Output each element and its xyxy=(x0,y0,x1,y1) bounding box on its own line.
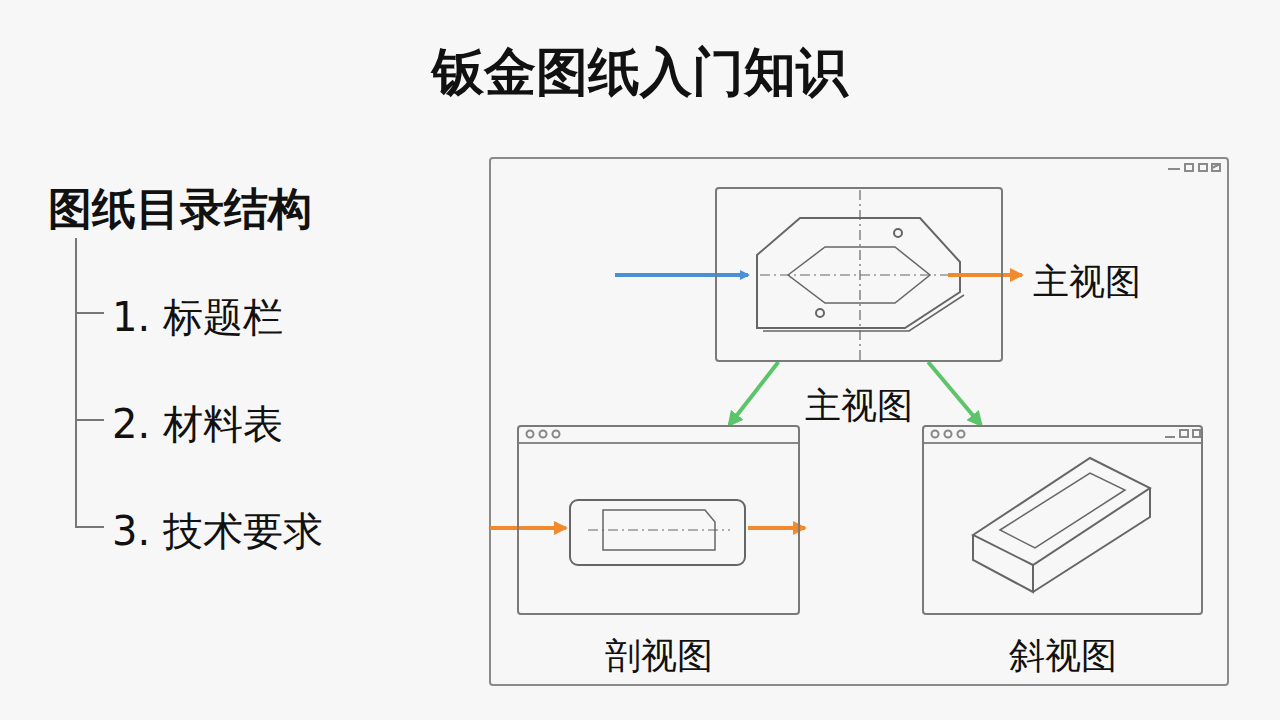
oblique-part xyxy=(973,458,1150,592)
tree-bracket xyxy=(76,238,104,527)
leader-arrow xyxy=(948,273,1022,277)
view-label: 主视图 xyxy=(1033,258,1141,307)
view-direction-arrow xyxy=(615,273,748,277)
view-projection-arrow xyxy=(729,362,778,425)
section-window-bar xyxy=(518,431,799,444)
view-box: 主视图 xyxy=(715,187,1003,362)
outer-window xyxy=(490,158,1228,685)
view-window: 剖视图 xyxy=(517,425,800,615)
view-caption: 剖视图 xyxy=(605,632,713,681)
tree-heading: 图纸目录结构 xyxy=(48,180,312,239)
tree-item: 3. 技术要求 xyxy=(112,504,323,559)
front-view-part xyxy=(757,190,965,360)
oblique-window-bar xyxy=(923,430,1202,443)
view-projection-arrow xyxy=(928,362,981,425)
view-caption: 主视图 xyxy=(805,382,913,431)
view-window: 斜视图 xyxy=(922,425,1203,615)
view-caption: 斜视图 xyxy=(1009,632,1117,681)
section-part xyxy=(570,500,745,565)
section-arrow xyxy=(748,526,805,530)
title: 钣金图纸入门知识 xyxy=(0,38,1280,108)
tree-item: 2. 材料表 xyxy=(112,397,283,452)
section-arrow xyxy=(490,526,566,530)
tree-item: 1. 标题栏 xyxy=(112,290,283,345)
